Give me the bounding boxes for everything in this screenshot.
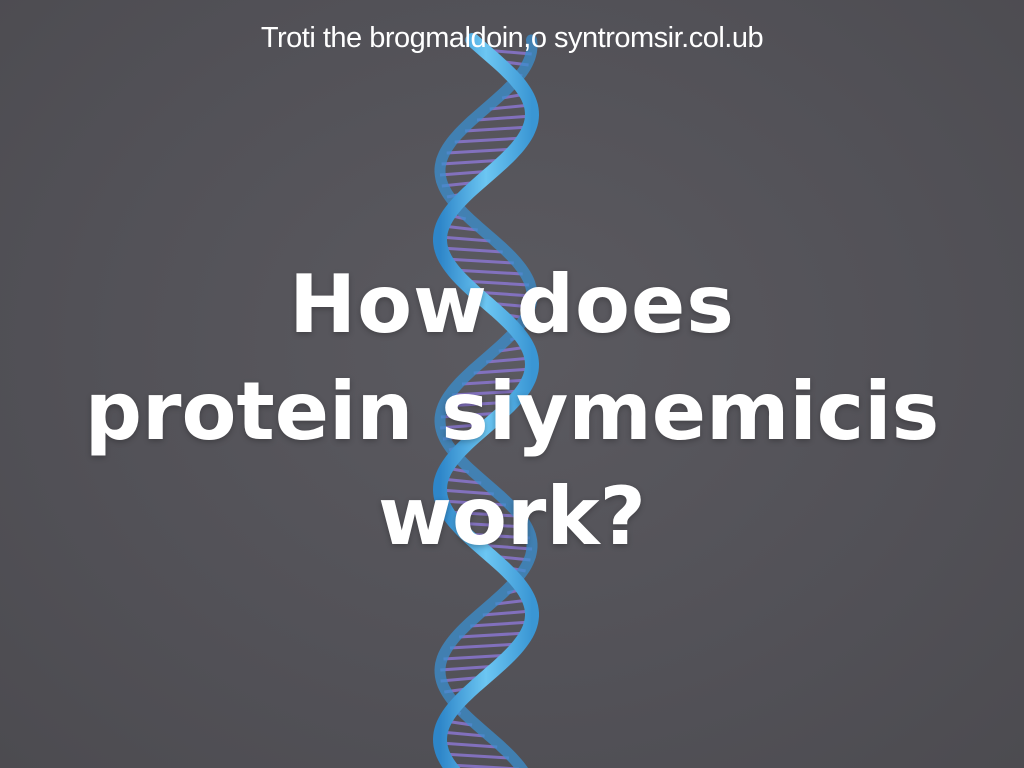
base-pair-rung xyxy=(482,609,532,617)
base-pair-rung xyxy=(459,631,528,639)
base-pair-rung xyxy=(439,235,491,243)
base-pair-rung xyxy=(461,378,529,386)
headline-line-1: How does xyxy=(289,258,735,351)
base-pair-rung xyxy=(470,620,532,628)
base-pair-rung xyxy=(441,246,503,254)
dna-strand-back xyxy=(434,34,538,768)
base-pair-rung xyxy=(473,367,532,375)
base-pair-rung xyxy=(445,257,514,265)
base-pair-rung xyxy=(442,752,510,760)
base-pair-rung xyxy=(462,279,529,287)
dna-strand-front xyxy=(432,33,540,768)
base-pair-rung xyxy=(465,125,530,133)
base-pair-rung xyxy=(441,499,506,507)
headline-line-3: work? xyxy=(378,470,646,563)
headline-line-2: protein siymemicis xyxy=(84,365,940,458)
top-caption: Troti the brogmaldoin,o syntromsir.col.u… xyxy=(260,22,764,54)
base-pair-rung xyxy=(452,268,523,276)
base-pair-rung xyxy=(446,147,516,155)
base-pair-rung xyxy=(440,730,485,738)
base-pair-rung xyxy=(443,653,511,661)
base-pair-rung xyxy=(447,510,517,518)
base-pair-rung xyxy=(440,741,498,749)
base-pair-rung xyxy=(452,389,523,397)
base-pair-rung xyxy=(444,400,514,408)
base-pair-rung xyxy=(455,521,525,529)
base-pair-rung xyxy=(439,488,494,496)
base-pair-rung xyxy=(476,114,533,122)
base-pair-rung xyxy=(449,763,520,768)
base-pair-rung xyxy=(454,136,525,144)
base-pair-rung xyxy=(449,642,520,650)
base-pair-rung xyxy=(486,356,532,364)
